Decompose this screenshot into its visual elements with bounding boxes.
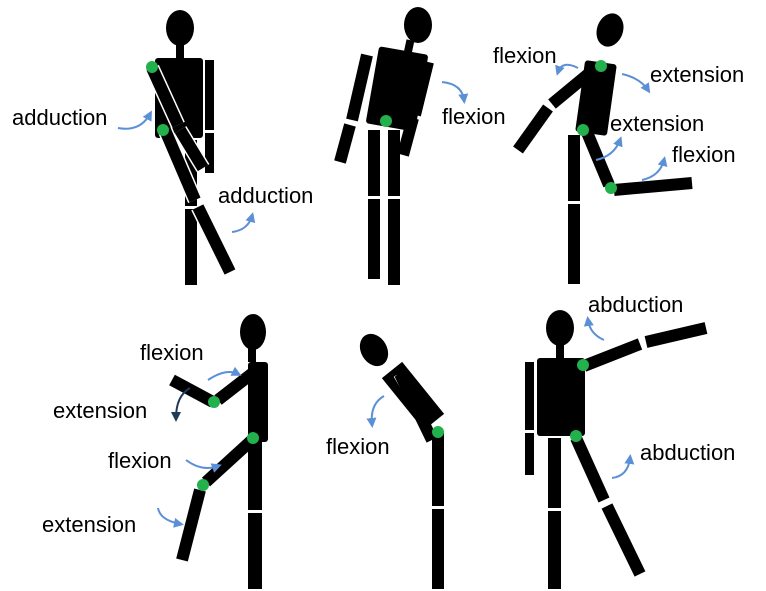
left-thigh [368, 130, 380, 196]
right-forearm [205, 133, 214, 173]
neck [248, 348, 256, 362]
label-extension-hip: extension [610, 111, 704, 136]
elbow-joint [208, 396, 220, 408]
figure-adduction [146, 10, 230, 285]
label-extension-knee: extension [42, 512, 136, 537]
standing-shin [248, 513, 262, 589]
neck [176, 44, 184, 58]
forearm [172, 380, 213, 402]
hip-joint [570, 430, 582, 442]
flexed-forearm [518, 108, 548, 150]
adduction-arrow-shoulder [118, 114, 150, 129]
head [240, 314, 266, 350]
label-adduction-shoulder: adduction [12, 105, 107, 130]
right-thigh [388, 130, 400, 196]
adducted-shin [198, 207, 230, 272]
hip-joint [432, 426, 444, 438]
left-upper-arm [525, 362, 534, 430]
standing-thigh [248, 440, 262, 510]
abduction-arrow-hip [612, 458, 630, 478]
abduction-arrow-shoulder [588, 320, 604, 340]
abducted-shin [607, 506, 640, 574]
label-flexion-knee: flexion [108, 448, 172, 473]
flexed-thigh [206, 440, 252, 482]
label-flexion-elbow: flexion [140, 340, 204, 365]
left-shin [368, 199, 380, 279]
shoulder-joint [577, 359, 589, 371]
extension-arrow-shoulder [622, 74, 648, 90]
label-flexion-shoulder: flexion [493, 43, 557, 68]
flexion-arrow-shoulder [558, 65, 578, 72]
right-shin [388, 199, 400, 285]
standing-shin [185, 209, 197, 285]
right-upper-arm [205, 60, 214, 130]
label-flexion-knee: flexion [672, 142, 736, 167]
thigh [432, 432, 444, 506]
left-upper-arm [352, 55, 367, 120]
abducted-forearm [646, 328, 706, 342]
figure-hip-flexion [340, 7, 432, 285]
head [354, 329, 394, 371]
knee-joint [605, 182, 617, 194]
label-adduction-hip: adduction [218, 183, 313, 208]
shoulder-joint [146, 61, 158, 73]
abducted-upper-arm [584, 344, 640, 366]
flexion-arrow [442, 82, 464, 100]
flexion-arrow-trunk [372, 396, 384, 424]
head [166, 10, 194, 46]
label-extension-elbow: extension [53, 398, 147, 423]
adduction-arrow-hip [232, 216, 252, 232]
shin [432, 509, 444, 589]
torso [537, 358, 585, 436]
standing-thigh [548, 438, 561, 508]
head [592, 10, 628, 51]
flexion-arrow-knee [642, 160, 664, 180]
flexion-arrow-elbow [208, 372, 238, 380]
flexed-shin [182, 490, 200, 560]
label-abduction-shoulder: abduction [588, 292, 683, 317]
label-abduction-hip: abduction [640, 440, 735, 465]
hip-joint [577, 124, 589, 136]
head [546, 310, 574, 346]
knee-joint [197, 479, 209, 491]
head [404, 7, 432, 43]
hip-joint [157, 124, 169, 136]
hip-joint [380, 115, 392, 127]
label-extension-shoulder: extension [650, 62, 744, 87]
extension-arrow-knee [158, 508, 180, 524]
flexed-shin [614, 183, 692, 190]
label-flexion: flexion [442, 104, 506, 129]
standing-shin [548, 511, 561, 589]
label-flexion-trunk: flexion [326, 434, 390, 459]
left-forearm [340, 125, 350, 162]
hip-joint [247, 432, 259, 444]
left-forearm [525, 433, 534, 475]
neck [556, 344, 564, 358]
standing-shin [568, 204, 580, 284]
standing-thigh [568, 135, 580, 201]
shoulder-joint [595, 60, 607, 72]
abducted-thigh [576, 438, 604, 500]
flexion-arrow-knee [186, 460, 218, 468]
